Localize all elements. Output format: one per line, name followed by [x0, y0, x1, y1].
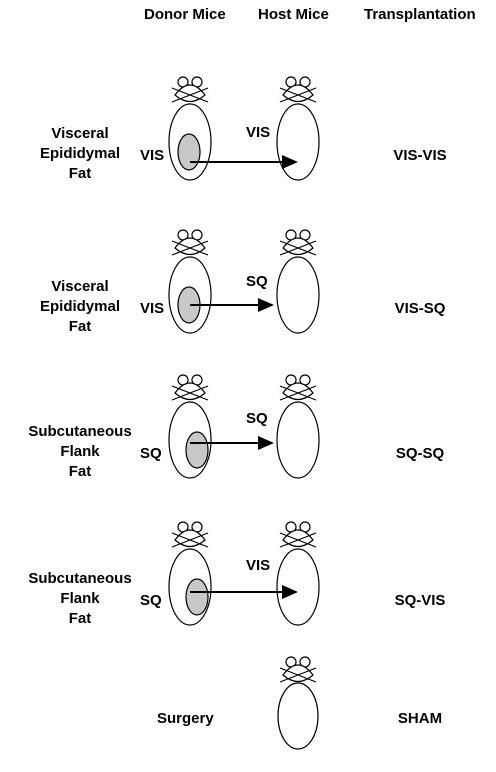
fat-pad-graft [185, 578, 209, 616]
transplantation-result: SQ-SQ [395, 445, 445, 462]
sham-host-mouse-icon [277, 656, 319, 750]
tissue-label-line: Subcutaneous [28, 423, 132, 440]
host-depot-tag: SQ [246, 410, 268, 427]
tissue-label-line: Fat [68, 610, 92, 627]
sham-result: SHAM [397, 710, 443, 727]
tissue-label-line: Subcutaneous [28, 570, 132, 587]
host-depot-tag: VIS [246, 557, 271, 574]
tissue-label-line: Fat [68, 463, 92, 480]
transplantation-result: VIS-SQ [394, 300, 446, 317]
transplantation-result: SQ-VIS [394, 592, 446, 609]
tissue-label-line: Fat [68, 318, 92, 335]
tissue-label-line: Fat [68, 165, 92, 182]
host-mouse-icon [276, 521, 320, 626]
tissue-label-line: Flank [60, 590, 100, 607]
donor-depot-tag: SQ [140, 592, 162, 609]
header-transplantation: Transplantation [364, 6, 476, 23]
header-donor-mice: Donor Mice [144, 6, 226, 23]
tissue-label-line: Visceral [51, 278, 109, 295]
donor-depot-tag: VIS [140, 147, 165, 164]
sham-surgery-label: Surgery [157, 710, 214, 727]
tissue-label-line: Epididymal [39, 298, 121, 315]
host-depot-tag: VIS [246, 124, 271, 141]
tissue-label-line: Visceral [51, 125, 109, 142]
transplantation-result: VIS-VIS [393, 147, 447, 164]
tissue-label-line: Flank [60, 443, 100, 460]
donor-mouse-icon [168, 229, 212, 334]
transplant-arrow [190, 155, 298, 169]
transplant-arrow [190, 298, 274, 312]
host-depot-tag: SQ [246, 273, 268, 290]
fat-pad-graft [185, 431, 209, 469]
tissue-label-line: Epididymal [39, 145, 121, 162]
donor-mouse-icon [168, 374, 212, 479]
donor-mouse-icon [168, 521, 212, 626]
host-mouse-icon [276, 229, 320, 334]
transplant-arrow [190, 436, 274, 450]
sham-row: Surgery SHAM [0, 650, 496, 770]
donor-depot-tag: SQ [140, 445, 162, 462]
host-mouse-icon [276, 374, 320, 479]
donor-depot-tag: VIS [140, 300, 165, 317]
transplant-arrow [190, 585, 298, 599]
header-host-mice: Host Mice [258, 6, 329, 23]
